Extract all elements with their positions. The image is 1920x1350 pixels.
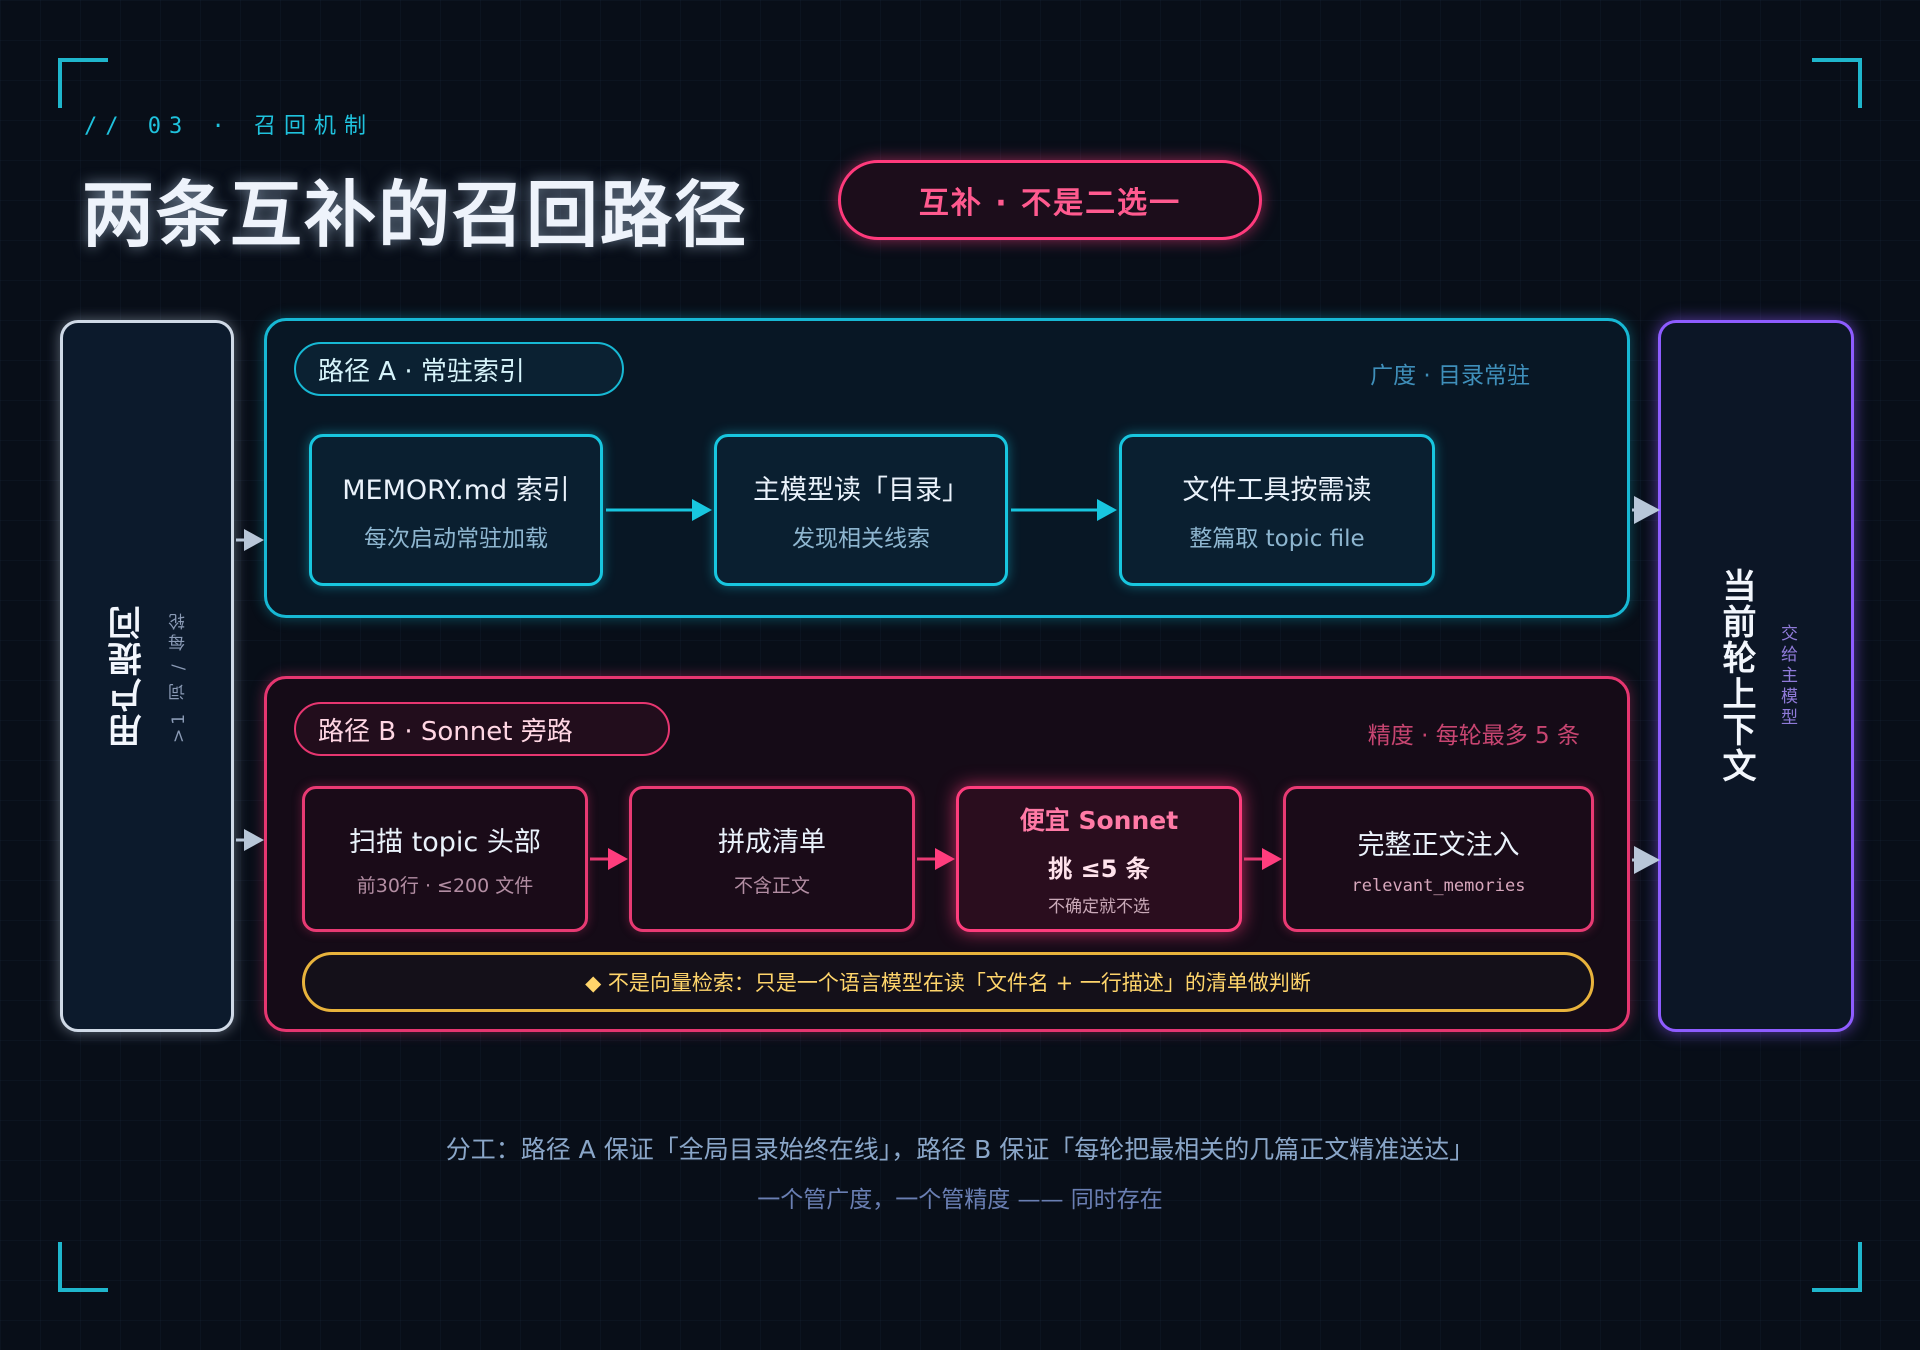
node-title: 拼成清单 (718, 827, 826, 858)
node-title: MEMORY.md 索引 (342, 474, 570, 506)
node-title: 主模型读「目录」 (753, 474, 969, 506)
path-a-label-text: 路径 A · 常驻索引 (318, 356, 525, 387)
path-b-node-inject-body: 完整正文注入 relevant_memories (1283, 786, 1594, 932)
node-subtitle: 每次启动常驻加载 (364, 525, 548, 552)
node-title: 完整正文注入 (1357, 829, 1520, 861)
path-b-label-text: 路径 B · Sonnet 旁路 (318, 716, 573, 747)
node-subtitle: 不含正文 (733, 875, 810, 897)
arrow-out-b-head-icon (1634, 846, 1660, 874)
context-title: 当前轮上下文 (1716, 568, 1756, 784)
arrow-a-2-head-icon (1097, 499, 1117, 521)
corner-bracket-bottom-right (1812, 1242, 1862, 1292)
corner-bracket-top-right (1812, 58, 1862, 108)
arrow-b-2-head-icon (935, 848, 955, 870)
arrow-b-1-head-icon (608, 848, 628, 870)
context-box: 当前轮上下文 交给主模型 (1658, 320, 1854, 1032)
path-b-note: 精度 · 每轮最多 5 条 (1367, 723, 1580, 749)
node-title: 便宜 Sonnet (1019, 806, 1179, 835)
arrow-in-b-head-icon (244, 829, 264, 851)
context-subtitle: 交给主模型 (1777, 623, 1797, 729)
node-caption: 不确定就不选 (1048, 897, 1150, 917)
complement-tag-label: 互补 · 不是二选一 (918, 186, 1182, 221)
path-b-node-scan-headers: 扫描 topic 头部 前30行 · ≤200 文件 (302, 786, 588, 932)
path-b-label: 路径 B · Sonnet 旁路 (294, 702, 670, 756)
path-a-node-read-directory: 主模型读「目录」 发现相关线索 (714, 434, 1008, 586)
node-subtitle: 前30行 · ≤200 文件 (356, 875, 534, 897)
node-subtitle: 整篇取 topic file (1189, 525, 1365, 552)
arrow-b-3-head-icon (1262, 848, 1282, 870)
path-a-note: 广度 · 目录常驻 (1370, 363, 1530, 389)
path-a-node-memory-index: MEMORY.md 索引 每次启动常驻加载 (309, 434, 603, 586)
node-title: 扫描 topic 头部 (349, 827, 541, 858)
node-highlight: 挑 ≤5 条 (1048, 855, 1150, 883)
path-b-node-build-list: 拼成清单 不含正文 (629, 786, 915, 932)
page-title: 两条互补的召回路径 (82, 173, 749, 257)
path-b-hint: ◆ 不是向量检索：只是一个语言模型在读「文件名 + 一行描述」的清单做判断 (302, 952, 1594, 1012)
arrow-a-1-head-icon (692, 499, 712, 521)
arrow-in-a-head-icon (244, 529, 264, 551)
user-question-box: 用户提问 >1 词 / 每轮 (60, 320, 234, 1032)
path-a-node-file-tool: 文件工具按需读 整篇取 topic file (1119, 434, 1435, 586)
path-b-node-cheap-sonnet: 便宜 Sonnet 挑 ≤5 条 不确定就不选 (956, 786, 1242, 932)
corner-bracket-top-left (58, 58, 108, 108)
corner-bracket-bottom-left (58, 1242, 108, 1292)
node-title: 文件工具按需读 (1182, 474, 1372, 506)
arrow-out-a-head-icon (1634, 496, 1660, 524)
node-subtitle: 发现相关线索 (792, 525, 930, 552)
complement-tag: 互补 · 不是二选一 (838, 160, 1262, 240)
section-kicker: // 03 · 召回机制 (84, 114, 374, 139)
footer-line-1: 分工：路径 A 保证「全局目录始终在线」，路径 B 保证「每轮把最相关的几篇正文… (445, 1135, 1475, 1164)
footer-line-2: 一个管广度，一个管精度 —— 同时存在 (757, 1187, 1163, 1213)
path-b-hint-text: ◆ 不是向量检索：只是一个语言模型在读「文件名 + 一行描述」的清单做判断 (585, 971, 1311, 995)
path-a-label: 路径 A · 常驻索引 (294, 342, 624, 396)
node-code: relevant_memories (1351, 875, 1526, 896)
